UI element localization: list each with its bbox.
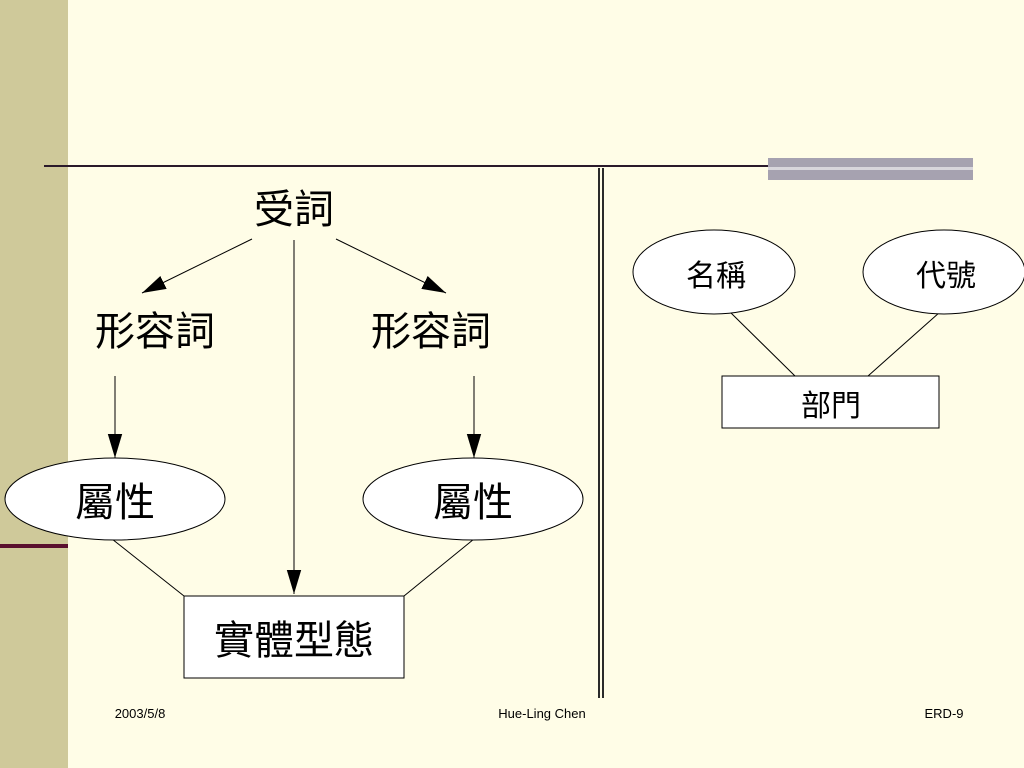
connector-name-entity	[729, 311, 796, 377]
arrow-to-adjective-right	[335, 238, 447, 294]
object-label: 受詞	[254, 187, 334, 233]
accent-bar	[768, 158, 973, 180]
attribute-right-ellipse	[362, 457, 584, 541]
attribute-right-label: 屬性	[433, 480, 513, 526]
footer-date: 2003/5/8	[114, 706, 166, 721]
department-entity-label: 部門	[801, 389, 861, 424]
attribute-code-label: 代號	[916, 259, 976, 294]
sidebar-accent-line	[0, 544, 68, 548]
sidebar-band	[0, 0, 68, 768]
connector-attribute-right	[403, 538, 475, 597]
arrow-to-adjective-left	[141, 238, 253, 294]
adjective-left-label: 形容詞	[95, 309, 215, 355]
attribute-left-label: 屬性	[75, 480, 155, 526]
connector-attribute-left	[111, 538, 185, 597]
vertical-divider	[598, 168, 604, 698]
adjective-right-label: 形容詞	[371, 309, 491, 355]
connector-code-entity	[867, 311, 941, 377]
attribute-name-ellipse	[632, 229, 796, 315]
department-entity-box	[721, 375, 940, 429]
attribute-code-ellipse	[862, 229, 1024, 315]
title-rule	[44, 165, 972, 167]
attribute-left-ellipse	[4, 457, 226, 541]
entity-type-box	[183, 595, 405, 679]
attribute-name-label: 名稱	[686, 259, 746, 294]
entity-type-label: 實體型態	[214, 618, 374, 664]
footer-author: Hue-Ling Chen	[498, 706, 586, 721]
footer-slide-id: ERD-9	[924, 706, 964, 721]
